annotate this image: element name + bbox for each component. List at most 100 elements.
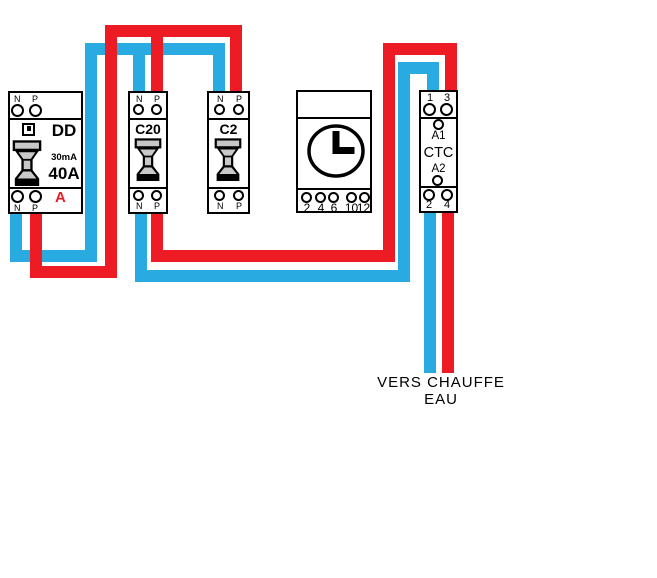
output-destination-label: VERS CHAUFFE EAU [377, 374, 505, 408]
ctc-terminal-1 [423, 103, 436, 116]
c2-bottom-terminal-p [233, 190, 244, 201]
red-wire-segment [151, 25, 163, 91]
dd-top-terminal-p-label: P [32, 94, 39, 104]
blue-wire-segment [213, 43, 225, 91]
dd-top-terminal-p [29, 104, 42, 117]
red-wire-segment [105, 25, 117, 278]
timer-body [298, 119, 370, 190]
red-wire-segment [230, 25, 242, 91]
c20-top-terminal-strip: N P [130, 93, 166, 120]
blue-wire-segment [427, 62, 439, 91]
blue-wire-segment [10, 250, 97, 262]
c20-top-terminal-n [133, 104, 144, 115]
timer-terminal-2-label: 2 [303, 201, 311, 215]
c2-top-terminal-n [214, 104, 225, 115]
timer-terminal-strip: 2 4 6 10 12 [298, 190, 371, 215]
test-button-mark-icon [26, 126, 31, 131]
test-button-icon [22, 123, 35, 136]
ctc-terminal-4-label: 4 [444, 199, 451, 211]
timer-terminal-6 [328, 192, 339, 203]
timer-terminal-2 [301, 192, 312, 203]
ctc-body: A1 CTC A2 [421, 119, 456, 188]
c20-bottom-terminal-n-label: N [136, 201, 143, 211]
dd-sensitivity-label: 30mA [51, 152, 77, 163]
dd-top-terminal-strip: N P [10, 93, 81, 120]
c2-bottom-terminal-n [214, 190, 225, 201]
ctc-terminal-2-label: 2 [426, 199, 433, 211]
timer-terminal-6-label: 6 [330, 201, 338, 215]
dd-type-class-label: A [55, 189, 66, 206]
clock-icon [307, 124, 365, 178]
breaker-toggle-icon [134, 138, 162, 181]
c20-bottom-terminal-p [151, 190, 162, 201]
timer-terminal-4-label: 4 [317, 201, 325, 215]
dd-top-terminal-n-label: N [14, 94, 21, 104]
c2-label: C2 [219, 121, 238, 137]
c20-bottom-terminal-strip: N P [130, 189, 166, 212]
red-wire-segment [442, 213, 454, 373]
dd-bottom-terminal-strip: N P A [10, 189, 81, 213]
c2-top-terminal-strip: N P [209, 93, 248, 120]
timer-terminal-12-label: 12 [356, 201, 371, 215]
ctc-terminal-3 [440, 103, 453, 116]
ctc-bottom-terminal-strip: 2 4 [421, 188, 456, 211]
dd-rating-label: 40A [48, 164, 80, 183]
blue-wire-segment [424, 213, 436, 373]
c2-body: C2 [209, 120, 248, 189]
c2-top-terminal-p [233, 104, 244, 115]
ctc-coil-terminal-a1 [433, 119, 444, 130]
device-differential-breaker: N P DD 30mA 40A N P A [8, 91, 83, 214]
red-wire-segment [383, 43, 457, 55]
ctc-terminal-1-label: 1 [427, 92, 434, 104]
dd-bottom-terminal-p-label: P [32, 203, 39, 213]
c2-bottom-terminal-strip: N P [209, 189, 248, 212]
dd-model-label: DD [51, 121, 77, 140]
dd-bottom-terminal-n-label: N [14, 203, 21, 213]
c2-top-terminal-n-label: N [217, 94, 224, 104]
ctc-coil-terminal-a2 [432, 175, 443, 186]
red-wire-segment [445, 43, 457, 91]
red-wire-segment [383, 43, 395, 262]
ctc-terminal-4 [441, 189, 453, 201]
dd-top-terminal-n [11, 104, 24, 117]
red-wire-segment [151, 250, 395, 262]
device-breaker-c2: N P C2 N P [207, 91, 250, 214]
c20-bottom-terminal-p-label: P [154, 201, 161, 211]
blue-wire-segment [85, 43, 97, 262]
c20-body: C20 [130, 120, 166, 189]
red-wire-segment [30, 214, 42, 278]
c20-top-terminal-p [151, 104, 162, 115]
c20-label: C20 [135, 121, 161, 137]
dd-body: DD 30mA 40A [10, 120, 81, 189]
c2-bottom-terminal-p-label: P [236, 201, 243, 211]
c20-top-terminal-n-label: N [136, 94, 143, 104]
timer-terminal-12 [359, 192, 370, 203]
c2-bottom-terminal-n-label: N [217, 201, 224, 211]
c20-top-terminal-p-label: P [154, 94, 161, 104]
ctc-terminal-3-label: 3 [444, 92, 451, 104]
dd-bottom-terminal-p [29, 190, 42, 203]
red-wire-segment [105, 25, 242, 37]
dd-bottom-terminal-n [11, 190, 24, 203]
breaker-toggle-icon [214, 138, 242, 181]
device-timer: 2 4 6 10 12 [296, 90, 372, 215]
ctc-top-terminal-strip: 1 3 [421, 92, 456, 119]
red-wire-segment [30, 266, 117, 278]
blue-wire-segment [133, 43, 145, 91]
timer-terminal-10 [346, 192, 357, 203]
ctc-coil-a2-label: A2 [431, 163, 446, 175]
blue-wire-segment [135, 270, 410, 282]
c2-top-terminal-p-label: P [236, 94, 243, 104]
ctc-terminal-2 [423, 189, 435, 201]
timer-terminal-10-label: 10 [344, 201, 359, 215]
timer-top-section [298, 92, 370, 119]
timer-terminal-4 [315, 192, 326, 203]
ctc-label: CTC [423, 145, 454, 161]
ctc-coil-a1-label: A1 [431, 130, 446, 142]
c20-bottom-terminal-n [133, 190, 144, 201]
blue-wire-segment [398, 62, 410, 282]
breaker-toggle-icon [12, 140, 42, 186]
device-breaker-c20: N P C20 N P [128, 91, 168, 214]
